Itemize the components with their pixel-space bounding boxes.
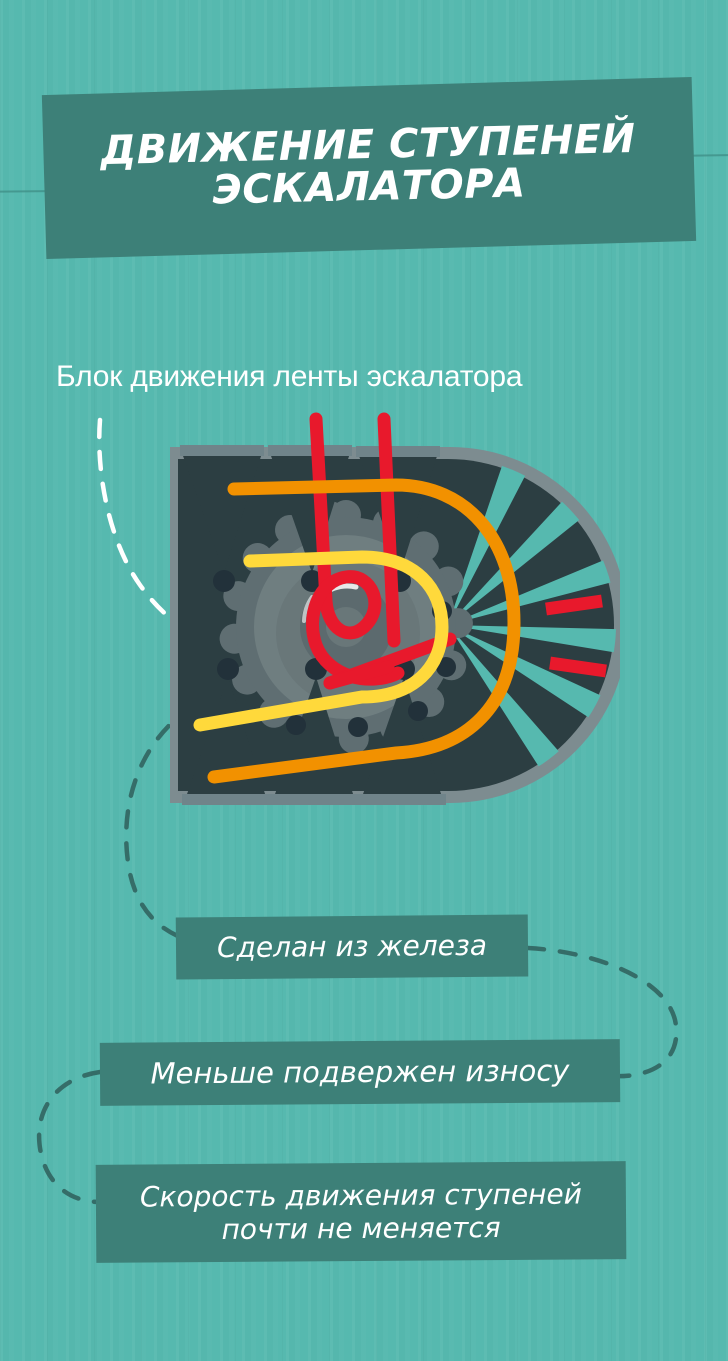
caption-box-3: Скорость движения ступеней почти не меня… xyxy=(95,1161,627,1263)
orange-path xyxy=(207,478,521,784)
escalator-mechanism-illustration xyxy=(150,405,620,855)
radial-wedge-gaps xyxy=(448,459,616,770)
red-path xyxy=(306,412,457,690)
title-banner: ДВИЖЕНИЕ СТУПЕНЕЙ ЭСКАЛАТОРА xyxy=(41,76,697,260)
mechanism-svg xyxy=(170,412,620,805)
red-path-stubs xyxy=(545,594,607,678)
caption-box-1: Сделан из железа xyxy=(175,914,529,980)
subtitle-label: Блок движения ленты эскалатора xyxy=(56,360,523,393)
title-banner-text: ДВИЖЕНИЕ СТУПЕНЕЙ ЭСКАЛАТОРА xyxy=(100,116,637,218)
caption-text-2: Меньше подвержен износу xyxy=(150,1053,570,1091)
caption-text-1: Сделан из железа xyxy=(216,929,488,965)
yellow-path xyxy=(193,550,449,732)
connector-dash-lower xyxy=(36,1069,103,1205)
caption-box-2: Меньше подвержен износу xyxy=(99,1039,621,1106)
caption-text-3: Скорость движения ступеней почти не меня… xyxy=(139,1177,582,1246)
